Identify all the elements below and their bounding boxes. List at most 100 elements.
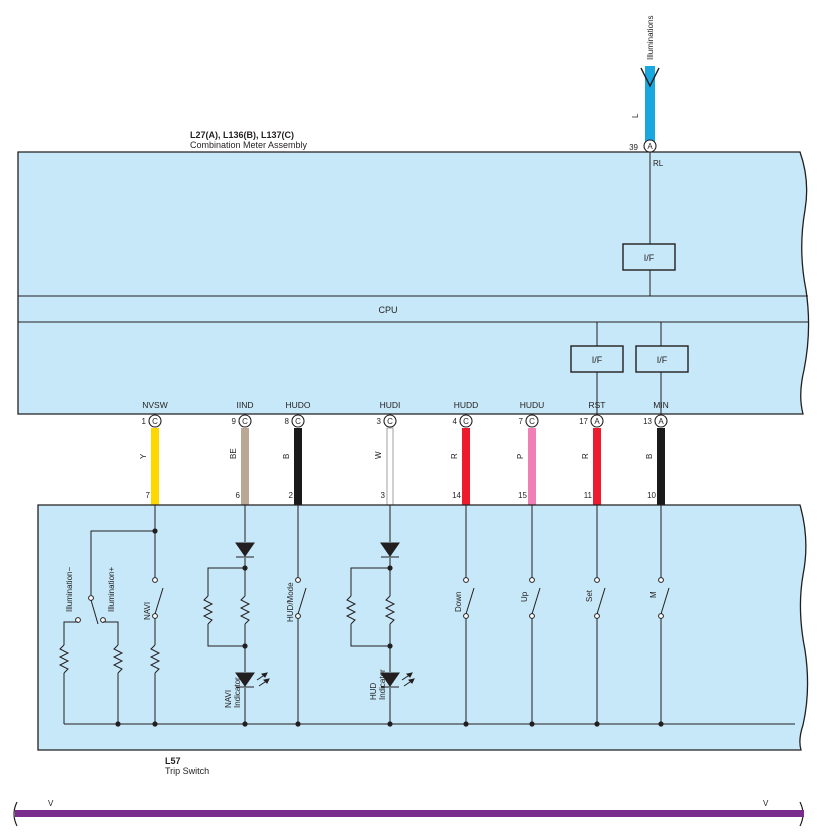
wire-code-hudu: P (516, 454, 525, 459)
junction-dot (529, 721, 535, 727)
wire-iind (241, 428, 249, 505)
navi-ind-parallel-return (207, 624, 245, 647)
hud-indicator-label-1: HUD (369, 682, 378, 700)
junction-dot (242, 643, 248, 649)
set-switch-label: Set (585, 589, 594, 602)
down-blade (465, 587, 475, 615)
illumination-arrow-icon (640, 67, 660, 88)
cpu-label: CPU (378, 305, 397, 315)
wire-hudu (528, 428, 536, 505)
set-blade (596, 587, 606, 615)
trip-switch-circuit (58, 505, 795, 725)
meter-pin-nvsw: 1 (142, 417, 147, 426)
hud-diode-icon (380, 542, 400, 557)
navi-upper-contact (152, 577, 158, 583)
connector-badge-iind (238, 414, 252, 428)
navi-indicator-label-2: Indicator (233, 677, 242, 708)
navi-led-ray-head-1 (260, 672, 268, 678)
meter-pin-iind: 9 (232, 417, 237, 426)
if-label-rl: I/F (644, 253, 655, 263)
meter-pin-min: 13 (643, 417, 652, 426)
hud-ind-resistor-b (384, 595, 396, 625)
switch-pin-rst: 11 (584, 491, 593, 500)
hudmode-switch-label: HUD/Mode (286, 582, 295, 622)
connector-badge-min (654, 414, 668, 428)
wire-code-iind: BE (229, 448, 238, 459)
navi-ind-parallel-wire (207, 567, 245, 596)
navi-indicator-label-1: NAVI (224, 690, 233, 708)
v-bus-left-bracket (13, 801, 18, 827)
navi-blade (154, 587, 164, 615)
m-blade (660, 587, 670, 615)
meter-name: Combination Meter Assembly (190, 140, 308, 150)
if-label-rst: I/F (592, 355, 603, 365)
wire-hudd (462, 428, 470, 505)
illumination-input: Illuminations L 39 A (629, 16, 660, 153)
meter-pin-hudd: 4 (453, 417, 458, 426)
wire-code-hudi: W (374, 451, 383, 459)
junction-dot (242, 721, 248, 727)
trip-switch-connector-id: L57 (165, 756, 181, 766)
illumination-connector-letter: A (647, 142, 653, 151)
meter-box-outline (17, 151, 810, 415)
wire-code-hudd: R (450, 453, 459, 459)
m-switch-label: M (649, 591, 658, 598)
switch-pin-hudu: 15 (518, 491, 527, 500)
illumination-pin-number: 39 (629, 143, 638, 152)
connector-letter-hudo: C (295, 417, 301, 426)
meter-signal-nvsw: NVSW (142, 400, 168, 410)
hud-ind-parallel-wire (350, 567, 390, 596)
if-block-rl (622, 243, 676, 271)
meter-pin-hudo: 8 (285, 417, 290, 426)
down-switch-label: Down (454, 592, 463, 612)
if-block-min (635, 345, 689, 373)
meter-signal-iind: IIND (237, 400, 254, 410)
navi-lower-contact (152, 613, 158, 619)
hudmode-lower-contact (295, 613, 301, 619)
trip-switch-box-outline (37, 504, 809, 751)
navi-resistor (149, 644, 161, 674)
trip-switch: L57 Trip Switch (37, 504, 809, 776)
combination-meter-assembly: CPU L27(A), L136(B), L137(C) Combination… (17, 130, 810, 415)
illumination-target-label: Illuminations (646, 16, 655, 60)
illum-blade (90, 599, 99, 625)
navi-diode-icon (235, 542, 255, 557)
up-upper-contact (529, 577, 535, 583)
switch-labels: Illumination− Illumination+ NAVI HUD/Mod… (65, 567, 658, 708)
hud-ind-parallel-return (350, 624, 390, 647)
harness-wires: NVSWYC17NVMIINDBEC96NVIHUDOBC82CHHUDIWC3… (139, 400, 681, 519)
illum-minus-wire (63, 621, 78, 645)
down-lower-contact (463, 613, 469, 619)
meter-signal-min: MIN (653, 400, 669, 410)
set-lower-contact (594, 613, 600, 619)
hud-ind-resistor-a (345, 595, 357, 625)
junction-dot (152, 528, 158, 534)
connector-badge-rst (590, 414, 604, 428)
meter-connector-ids: L27(A), L136(B), L137(C) (190, 130, 294, 140)
junction-dot (152, 721, 158, 727)
navi-switch-label: NAVI (143, 602, 152, 620)
junction-dot (594, 721, 600, 727)
illum-plus-label: Illumination+ (107, 567, 116, 612)
rl-signal-label: RL (653, 159, 664, 168)
hudmode-blade (297, 587, 307, 615)
connector-letter-min: A (658, 417, 664, 426)
switch-pin-hudo: 2 (289, 491, 294, 500)
m-upper-contact (658, 577, 664, 583)
illumination-wire (645, 66, 655, 142)
up-switch-label: Up (520, 591, 529, 602)
connector-letter-iind: C (242, 417, 248, 426)
illum-common-node (88, 595, 94, 601)
junction-dot (387, 643, 393, 649)
if-label-min: I/F (657, 355, 668, 365)
illum-feed-wire (90, 530, 155, 595)
navi-led-ray-head-2 (262, 678, 270, 684)
junction-dot (242, 565, 248, 571)
trip-switch-name: Trip Switch (165, 766, 209, 776)
if-block-rst (570, 345, 624, 373)
connector-letter-hudi: C (387, 417, 393, 426)
wire-nvsw (151, 428, 159, 505)
navi-ind-resistor-b (239, 595, 251, 625)
m-lower-contact (658, 613, 664, 619)
meter-signal-rst: RST (589, 400, 606, 410)
